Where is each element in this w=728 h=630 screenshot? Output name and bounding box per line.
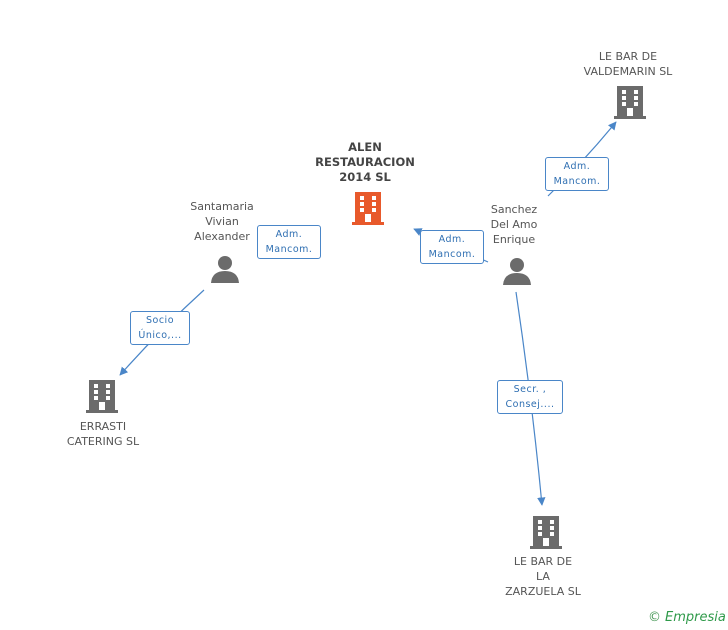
node-label-sanchez[interactable]: Sanchez Del Amo Enrique — [490, 203, 538, 246]
node-label-errasti[interactable]: ERRASTI CATERING SL — [66, 420, 140, 448]
building-icon[interactable] — [530, 514, 562, 550]
node-label-valdemarin[interactable]: LE BAR DE VALDEMARIN SL — [583, 50, 673, 78]
brand-footer[interactable]: © Empresia — [648, 610, 726, 625]
brand-name: Empresia — [665, 610, 726, 625]
node-label-zarzuela[interactable]: LE BAR DE LA ZARZUELA SL — [505, 555, 581, 598]
edge-label-sanchez-valdemarin[interactable]: Adm. Mancom. — [545, 157, 609, 191]
building-icon[interactable] — [86, 378, 118, 414]
edge-label-santamaria-center[interactable]: Adm. Mancom. — [257, 225, 321, 259]
building-icon[interactable] — [614, 84, 646, 120]
copyright-icon: © — [648, 610, 661, 625]
person-icon[interactable] — [502, 256, 532, 286]
node-label-alen-restauracion[interactable]: ALEN RESTAURACION 2014 SL — [315, 140, 415, 184]
edge-label-sanchez-zarzuela[interactable]: Secr. , Consej.... — [497, 380, 563, 414]
building-icon[interactable] — [352, 190, 384, 226]
node-label-santamaria[interactable]: Santamaria Vivian Alexander — [190, 200, 254, 243]
person-icon[interactable] — [210, 254, 240, 284]
edge-label-santamaria-errasti[interactable]: Socio Único,... — [130, 311, 190, 345]
edge-label-sanchez-center[interactable]: Adm. Mancom. — [420, 230, 484, 264]
